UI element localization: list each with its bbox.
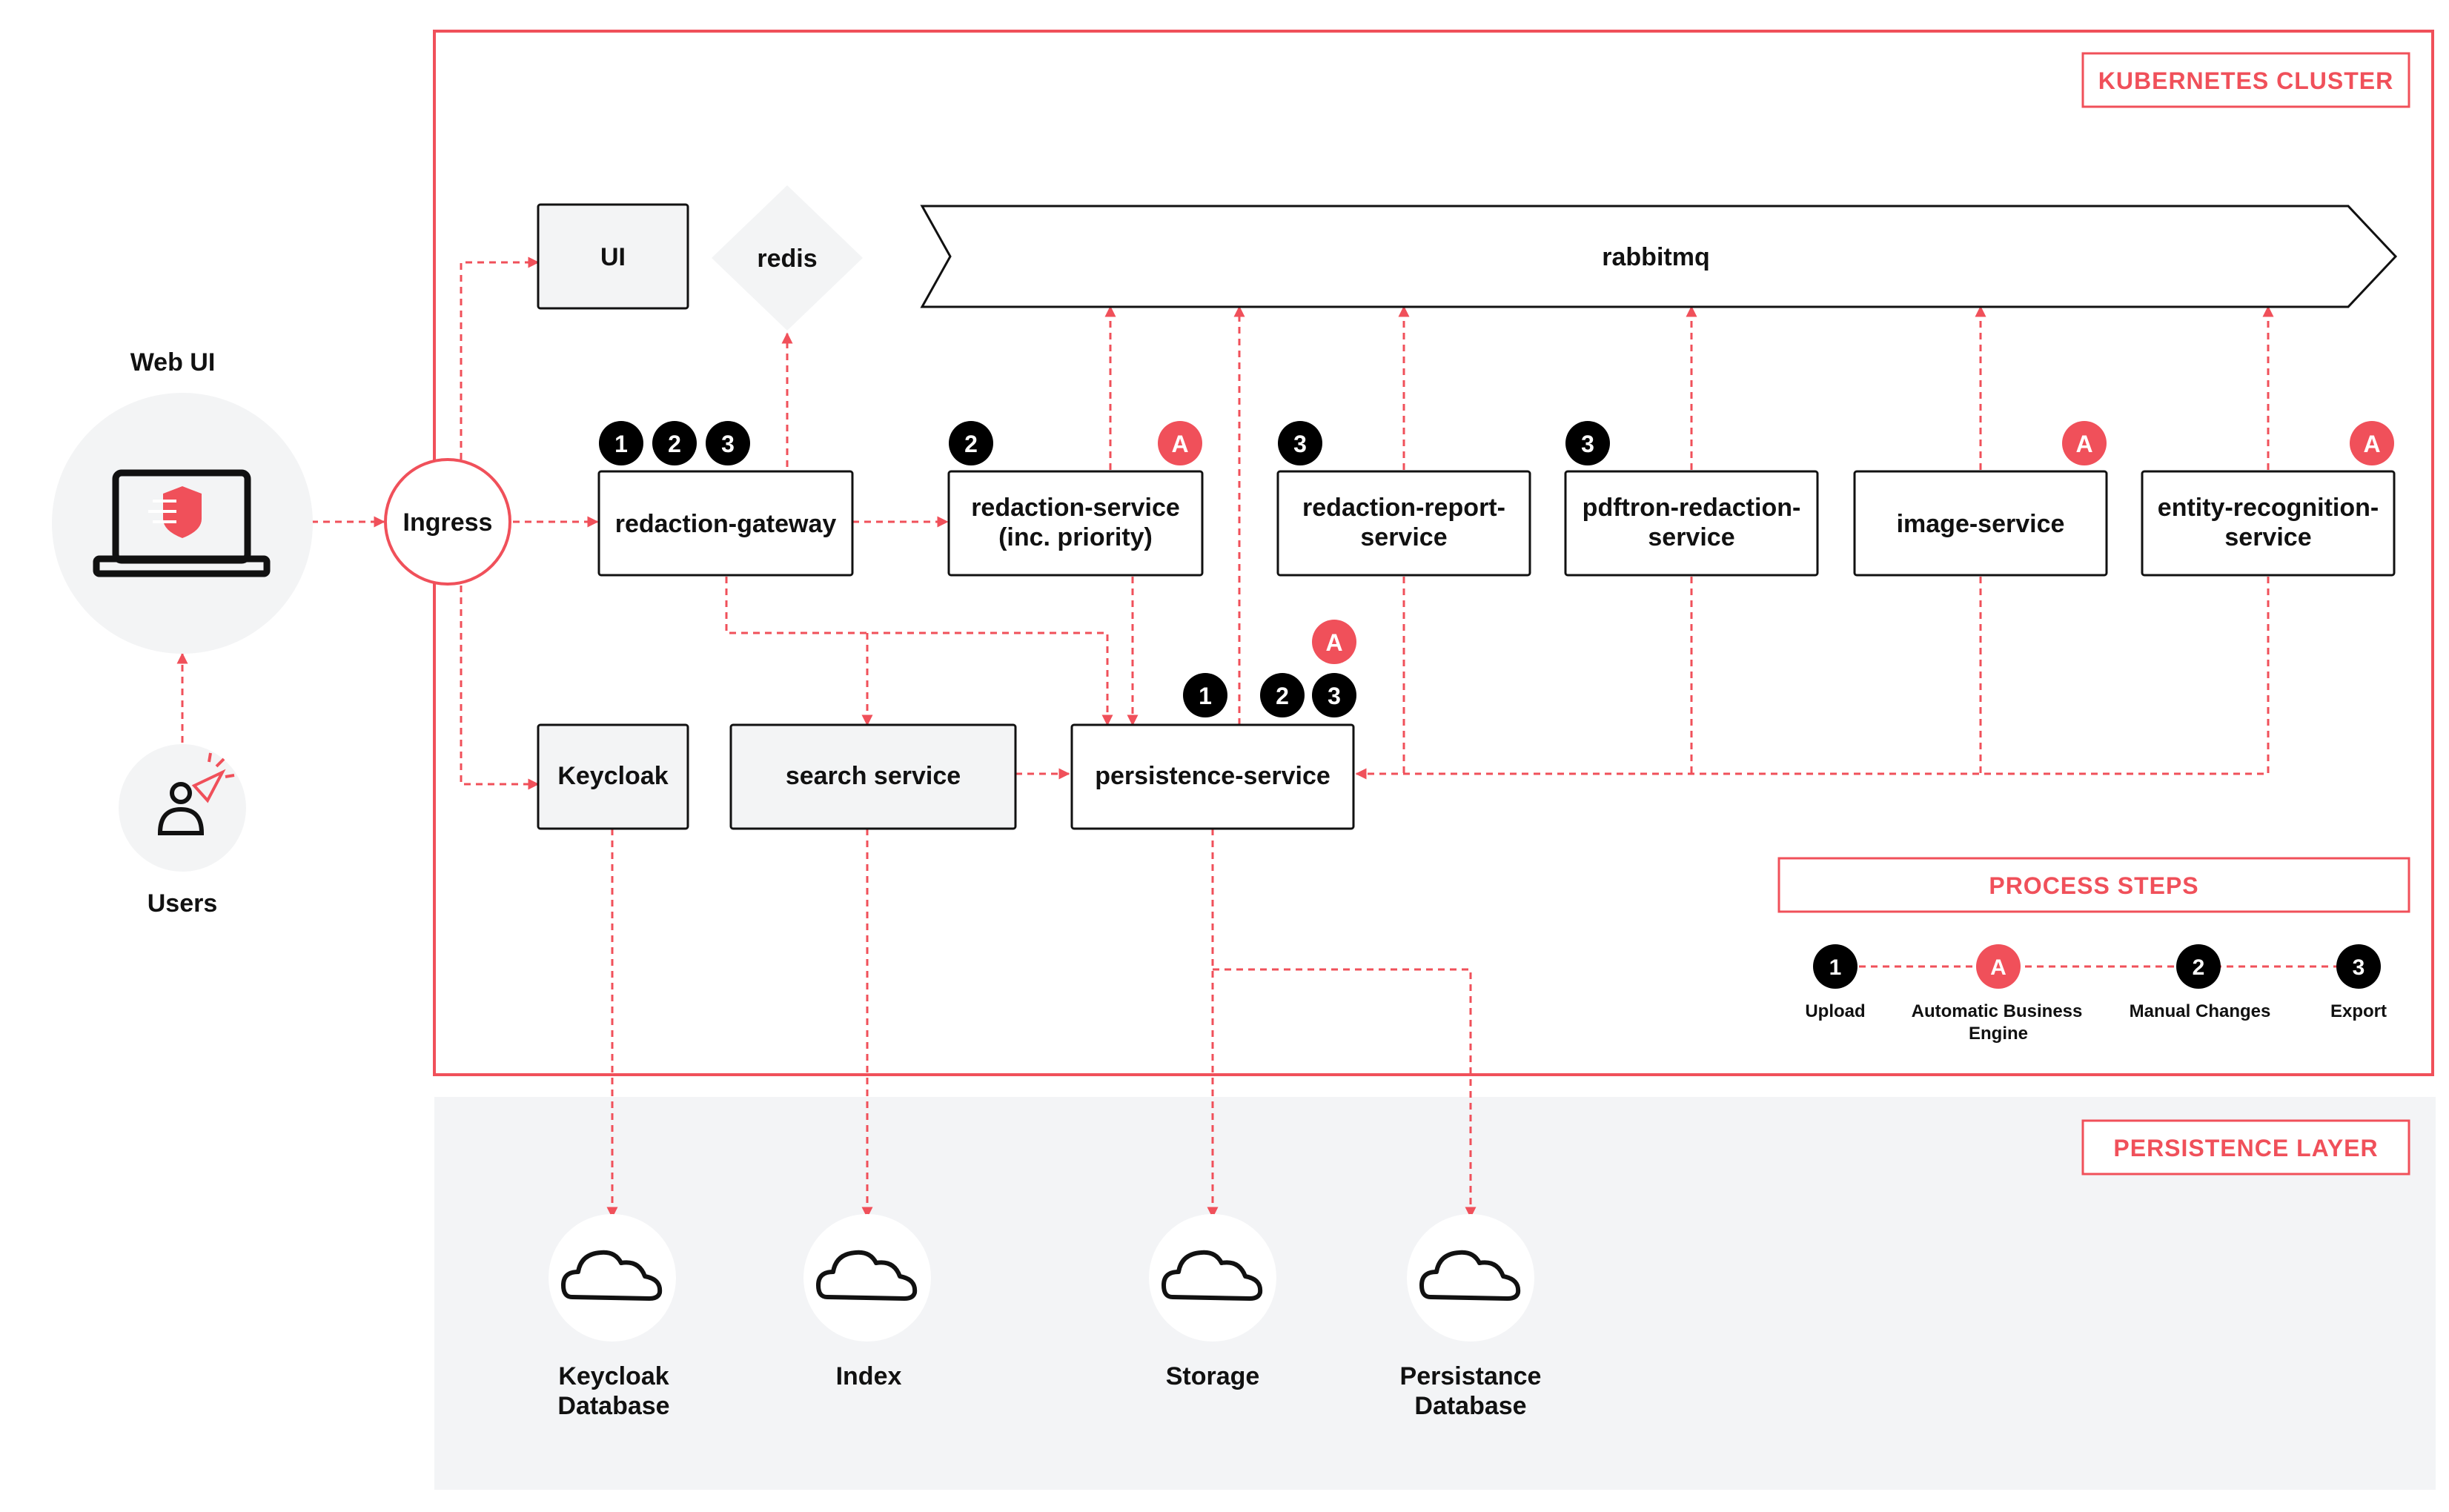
keycloak-db-label-1: Keycloak (558, 1362, 669, 1390)
ui-node[interactable]: UI (537, 203, 689, 310)
svg-text:3: 3 (1328, 683, 1341, 709)
step-badge-export: 3 (706, 421, 750, 465)
cloud-icon (1161, 1250, 1263, 1301)
svg-text:UI: UI (600, 243, 626, 271)
svg-text:2: 2 (2193, 955, 2205, 980)
user-cursor-icon (157, 752, 235, 835)
svg-text:entity-recognition-: entity-recognition- (2158, 494, 2379, 522)
svg-text:redaction-service: redaction-service (971, 494, 1180, 522)
redaction-report-service-node[interactable]: redaction-report- service (1276, 470, 1531, 577)
svg-text:search service: search service (786, 762, 961, 790)
image-service-node[interactable]: image-service (1853, 470, 2108, 577)
connections (176, 256, 2274, 1218)
svg-text:redaction-report-: redaction-report- (1302, 494, 1505, 522)
redis-node[interactable]: redis (712, 185, 863, 331)
svg-text:3: 3 (1581, 431, 1594, 457)
step-badge-auto: A (2062, 421, 2107, 465)
persistence-service-node[interactable]: persistence-service (1070, 723, 1355, 830)
svg-text:1: 1 (1199, 683, 1212, 709)
legend-manual-label: Manual Changes (2130, 1001, 2271, 1021)
legend-auto-label-2: Engine (1969, 1024, 2028, 1044)
search-service-node[interactable]: search service (729, 723, 1017, 830)
svg-text:rabbitmq: rabbitmq (1602, 243, 1709, 271)
svg-text:service: service (1360, 523, 1447, 551)
legend-step-manual: 2 (2176, 944, 2221, 989)
svg-text:(inc. priority): (inc. priority) (998, 523, 1153, 551)
cloud-icon (1419, 1250, 1521, 1301)
cloud-icon (816, 1250, 918, 1301)
users-node[interactable] (119, 744, 246, 872)
web-ui-label: Web UI (130, 348, 216, 377)
step-badge-auto: A (2350, 421, 2394, 465)
persistence-layer-tag: PERSISTENCE LAYER (2081, 1119, 2410, 1176)
svg-text:Keycloak: Keycloak (557, 762, 668, 790)
web-ui-node[interactable] (52, 393, 313, 654)
step-badge-manual: 2 (652, 421, 697, 465)
step-badge-auto: A (1312, 620, 1356, 664)
step-badge-auto: A (1158, 421, 1202, 465)
step-badge-manual: 2 (1260, 673, 1305, 717)
index-label: Index (836, 1362, 902, 1390)
ingress-node[interactable]: Ingress (384, 458, 511, 586)
step-badge-upload: 1 (599, 421, 643, 465)
legend-step-export: 3 (2336, 944, 2381, 989)
svg-text:KUBERNETES CLUSTER: KUBERNETES CLUSTER (2098, 67, 2393, 94)
svg-text:2: 2 (668, 431, 681, 457)
entity-recognition-service-node[interactable]: entity-recognition- service (2141, 470, 2396, 577)
svg-text:service: service (2224, 523, 2311, 551)
svg-text:service: service (1648, 523, 1734, 551)
svg-text:1: 1 (1829, 955, 1842, 980)
pdftron-redaction-service-node[interactable]: pdftron-redaction- service (1564, 470, 1819, 577)
badge-group-gateway: 1 2 3 (599, 421, 750, 465)
svg-text:redaction-gateway: redaction-gateway (615, 510, 837, 538)
process-steps-legend: PROCESS STEPS 1 A 2 3 Upload Automatic B… (1777, 857, 2410, 1044)
rabbitmq-node[interactable]: rabbitmq (920, 205, 2398, 308)
svg-text:A: A (1171, 431, 1188, 457)
keycloak-db-label-2: Database (557, 1392, 669, 1420)
persistance-db-label-1: Persistance (1400, 1362, 1542, 1390)
persistance-db-label-2: Database (1414, 1392, 1526, 1420)
index-node[interactable] (803, 1214, 931, 1342)
svg-text:PERSISTENCE LAYER: PERSISTENCE LAYER (2113, 1135, 2378, 1161)
svg-text:image-service: image-service (1897, 510, 2065, 538)
users-label: Users (148, 889, 218, 918)
legend-upload-label: Upload (1805, 1001, 1865, 1021)
svg-text:A: A (1990, 955, 2006, 980)
svg-text:pdftron-redaction-: pdftron-redaction- (1583, 494, 1801, 522)
svg-text:2: 2 (1276, 683, 1289, 709)
svg-text:redis: redis (757, 245, 817, 273)
legend-step-upload: 1 (1813, 944, 1858, 989)
storage-node[interactable] (1149, 1214, 1276, 1342)
cloud-icon (561, 1250, 663, 1301)
svg-text:3: 3 (1293, 431, 1307, 457)
svg-text:A: A (2363, 431, 2380, 457)
badge-group-persistence: A 1 2 3 (1183, 620, 1356, 717)
persistance-database-node[interactable] (1407, 1214, 1534, 1342)
svg-text:persistence-service: persistence-service (1095, 762, 1330, 790)
step-badge-manual: 2 (949, 421, 993, 465)
laptop-shield-icon (93, 469, 271, 577)
process-steps-title: PROCESS STEPS (1989, 872, 2198, 899)
keycloak-node[interactable]: Keycloak (537, 723, 689, 830)
legend-export-label: Export (2330, 1001, 2387, 1021)
keycloak-database-node[interactable] (549, 1214, 676, 1342)
svg-text:1: 1 (614, 431, 628, 457)
svg-text:Ingress: Ingress (403, 508, 493, 537)
svg-text:A: A (2075, 431, 2092, 457)
step-badge-export: 3 (1278, 421, 1322, 465)
step-badge-export: 3 (1312, 673, 1356, 717)
redaction-gateway-node[interactable]: redaction-gateway (597, 470, 854, 577)
kubernetes-cluster-tag: KUBERNETES CLUSTER (2081, 52, 2410, 108)
step-badge-export: 3 (1565, 421, 1610, 465)
legend-step-auto: A (1976, 944, 2021, 989)
svg-text:2: 2 (964, 431, 978, 457)
svg-text:A: A (1325, 629, 1342, 656)
step-badge-upload: 1 (1183, 673, 1227, 717)
storage-label: Storage (1166, 1362, 1260, 1390)
svg-text:3: 3 (721, 431, 735, 457)
redaction-service-node[interactable]: redaction-service (inc. priority) (947, 470, 1204, 577)
svg-text:3: 3 (2353, 955, 2365, 980)
legend-auto-label-1: Automatic Business (1912, 1001, 2083, 1021)
